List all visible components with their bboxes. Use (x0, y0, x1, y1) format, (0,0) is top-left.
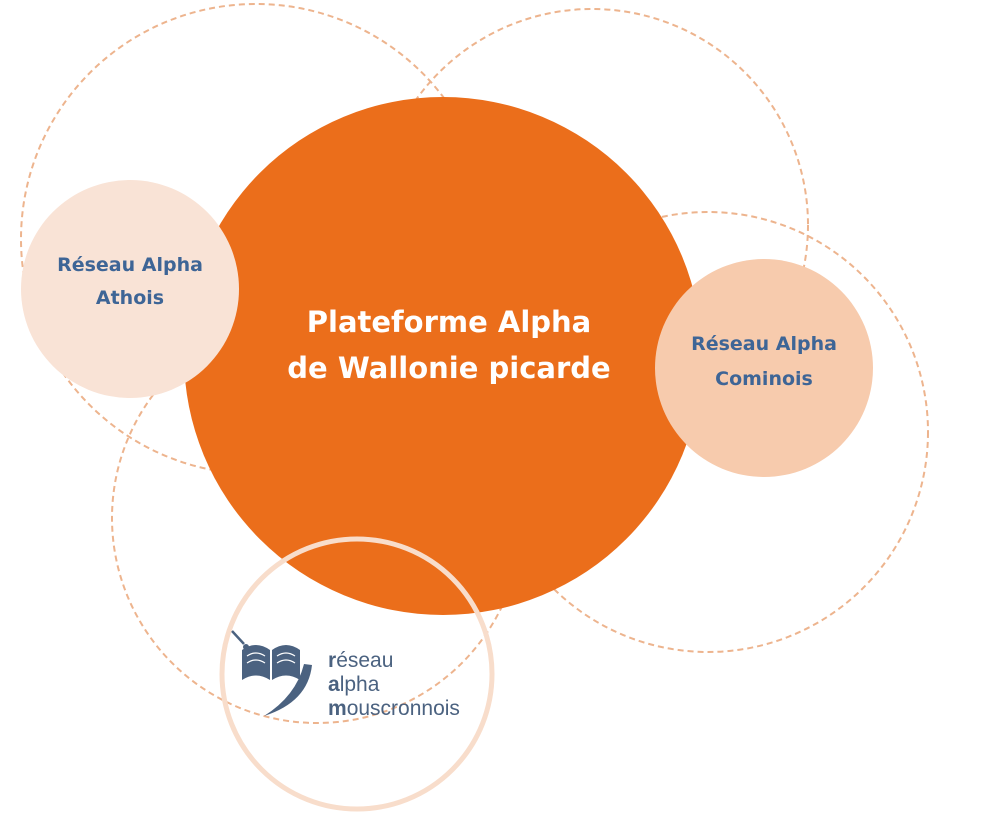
center-circle (184, 97, 702, 615)
athois-label-line-1: Réseau Alpha (57, 254, 203, 276)
logo-line-2: alpha (328, 673, 380, 696)
logo-line-1: réseau (328, 649, 393, 672)
mouscron-circle (219, 536, 495, 812)
outer-ring-top-right (375, 8, 809, 442)
cominois-label-line-2: Cominois (715, 368, 813, 390)
cominois-circle (655, 259, 873, 477)
book-icon (231, 630, 312, 716)
logo-line-3: mouscronnois (328, 697, 460, 720)
center-label-line-1: Plateforme Alpha (307, 305, 591, 339)
athois-circle (21, 180, 239, 398)
athois-label-line-2: Athois (96, 287, 164, 309)
center-label-line-2: de Wallonie picarde (287, 351, 610, 385)
cominois-label-line-1: Réseau Alpha (691, 333, 837, 355)
